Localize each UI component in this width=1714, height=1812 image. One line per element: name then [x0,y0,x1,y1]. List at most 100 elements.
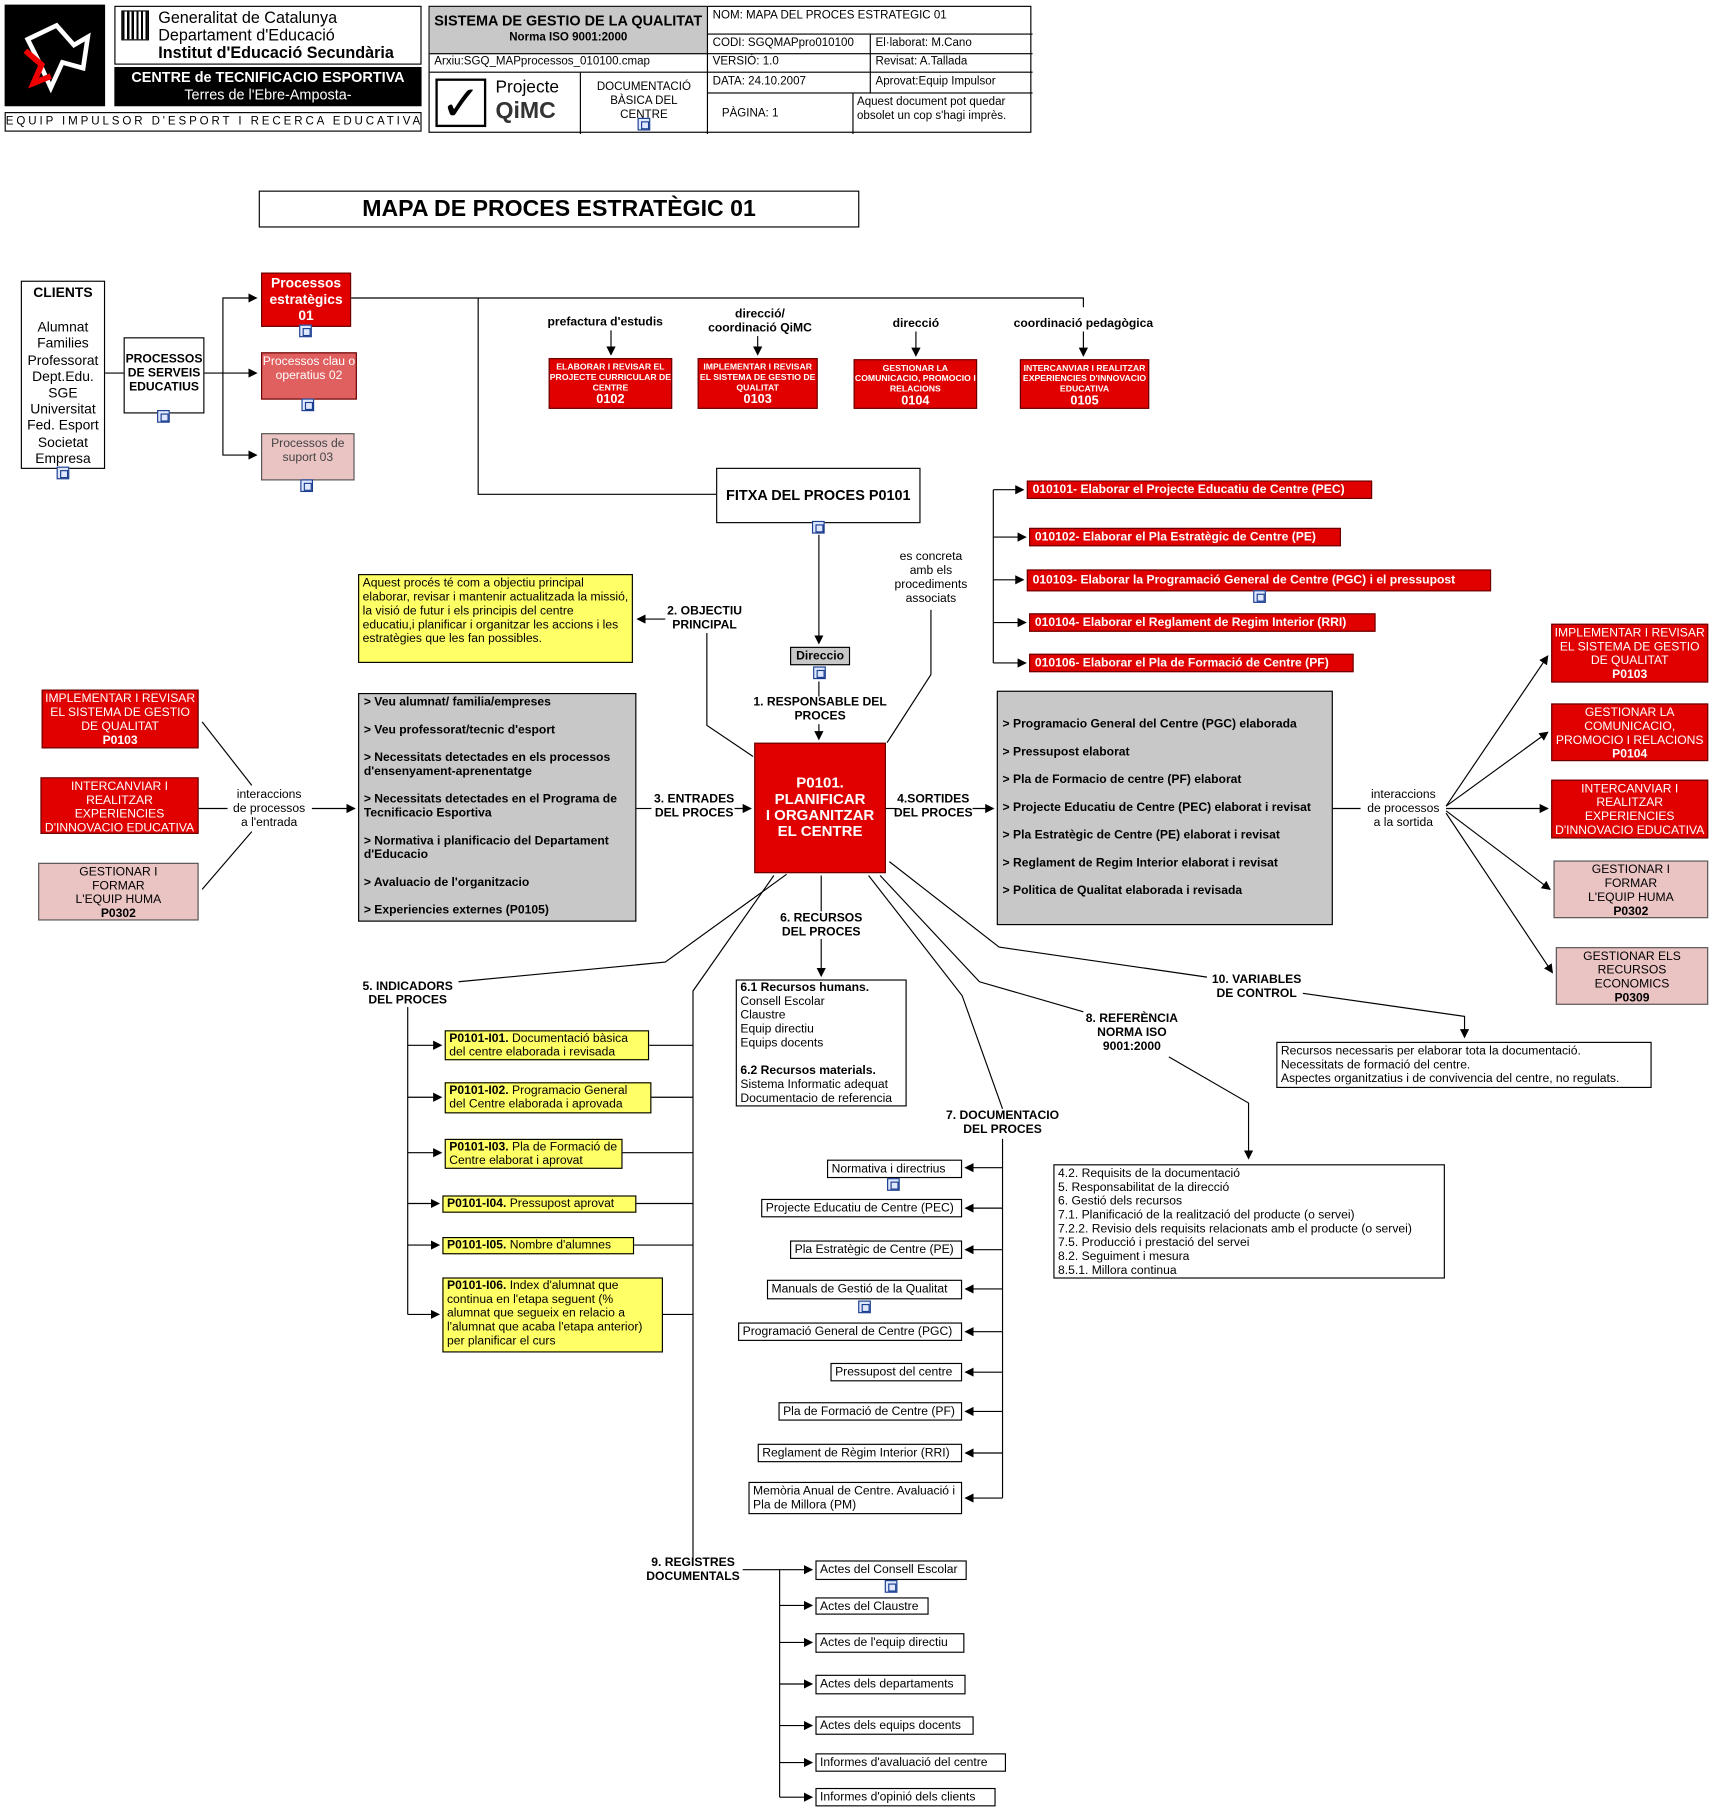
procediment-010103[interactable]: 010103- Elaborar la Programació General … [1026,569,1492,592]
doc-item[interactable]: Pressupost del centre [830,1362,963,1382]
doc-item[interactable]: Pla Estratègic de Centre (PE) [790,1240,963,1259]
client-item: Empresa [35,450,91,467]
input-process-p0103[interactable]: IMPLEMENTAR I REVISAR EL SISTEMA DE GEST… [41,689,199,749]
process-code: P0103 [102,733,138,748]
doc-item[interactable]: Normativa i directrius [826,1159,963,1179]
checkmark-icon: ✓ [435,78,487,128]
registre-item[interactable]: Actes del Claustre [815,1597,929,1615]
process-box-0105[interactable]: INTERCANVIAR I REALITZAR EXPERIENCIES D'… [1019,359,1150,409]
indicator-code: P0101-I05. [446,1238,507,1253]
indicator-i03: P0101-I03. Pla de Formació de Centre ela… [444,1138,623,1169]
document-icon[interactable] [811,520,825,534]
indicator-text: Documentació bàsica del centre elaborada… [449,1031,628,1060]
objective-text-box: Aquest procés té com a objectiu principa… [358,574,633,663]
client-item: Alumnat [37,319,89,336]
indicator-text: Nombre d'alumnes [506,1238,612,1253]
key-processes-box[interactable]: Processos clau o operatius 02 [261,352,357,400]
registre-item[interactable]: Actes del Consell Escolar [815,1560,967,1581]
fitxa-proces-box[interactable]: FITXA DEL PROCES P0101 [716,467,921,524]
concept-map-icon[interactable] [887,1178,900,1191]
output-process-p0105[interactable]: INTERCANVIAR I REALITZAR EXPERIENCIES D'… [1551,779,1709,851]
recurs-item: Claustre [740,1008,786,1023]
concept-map-icon[interactable] [299,324,312,338]
page-title: MAPA DE PROCES ESTRATÈGIC 01 [258,190,860,228]
doc-item[interactable]: Projecte Educatiu de Centre (PEC) [761,1198,963,1218]
iso-item: 4.2. Requisits de la documentació [1057,1166,1241,1181]
variable-item: Aspectes organitzatius i de convivencia … [1280,1071,1620,1086]
doc-item[interactable]: Memòria Anual de Centre. Avaluació i Pla… [748,1481,963,1515]
label-direccio-qimc: direcció/ coordinació QiMC [708,307,812,335]
iso-item: 7.2.2. Revisio dels requisits relacionat… [1057,1221,1412,1236]
registre-item[interactable]: Actes de l'equip directiu [815,1633,965,1653]
concept-map-icon[interactable] [300,479,314,493]
process-box-0102[interactable]: ELABORAR I REVISAR EL PROJECTE CURRICULA… [548,358,673,409]
generalitat-name: Generalitat de Catalunya [158,8,338,27]
iso-item: 8.2. Seguiment i mesura [1057,1249,1190,1264]
client-item: Dept.Edu. [32,368,94,385]
output-process-p0103[interactable]: IMPLEMENTAR I REVISAR EL SISTEMA DE GEST… [1551,623,1709,683]
support-processes-box[interactable]: Processos de suport 03 [261,433,355,481]
iso-item: 6. Gestió dels recursos [1057,1194,1183,1209]
indicator-code: P0101-I03. [449,1139,509,1154]
doc-basica-link[interactable]: DOCUMENTACIÓ BÀSICA DEL CENTRE [581,72,709,134]
doc-basica-label: DOCUMENTACIÓ BÀSICA DEL CENTRE [596,80,691,122]
concept-map-icon[interactable] [301,398,315,412]
process-name: GESTIONAR LA COMUNICACIO, PROMOCIO I REL… [854,362,976,394]
sortides-box: > Programacio General del Centre (PGC) e… [996,690,1333,926]
concept-map-icon[interactable] [884,1580,898,1593]
registre-item[interactable]: Informes d'avaluació del centre [815,1753,1007,1772]
registre-item[interactable]: Informes d'opinió dels clients [815,1787,996,1807]
label-prefactura: prefactura d'estudis [547,315,663,330]
concept-map-icon[interactable] [56,466,70,480]
generalitat-box: Generalitat de Catalunya Departament d'E… [114,5,422,65]
entrades-box: > Veu alumnat/ familia/empreses > Veu pr… [358,693,637,922]
process-box-0103[interactable]: IMPLEMENTAR I REVISAR EL SISTEMA DE GEST… [697,358,818,409]
input-process-p0105[interactable]: INTERCANVIAR I REALITZAR EXPERIENCIES D'… [40,777,199,849]
entrada-item: > Necessitats detectades en el Programa … [363,792,617,821]
process-name: ELABORAR I REVISAR EL PROJECTE CURRICULA… [549,361,672,393]
concept-map-icon[interactable] [858,1300,871,1314]
registre-item[interactable]: Actes dels equips docents [815,1716,974,1735]
concept-map-icon[interactable] [813,666,826,680]
doc-item[interactable]: Manuals de Gestió de la Qualitat [766,1279,963,1300]
client-item: SGE [48,384,78,401]
registre-item[interactable]: Actes dels departaments [815,1674,966,1695]
procediment-010104[interactable]: 010104- Elaborar el Reglament de Regim I… [1029,613,1376,632]
centre-name: CENTRE de TECNIFICACIO ESPORTIVA [131,69,405,86]
doc-item[interactable]: Programació General de Centre (PGC) [738,1322,963,1341]
process-code: 0105 [1070,393,1099,408]
concept-map-icon[interactable] [637,117,651,131]
department-name: Departament d'Educació [158,25,335,44]
system-title: SISTEMA DE GESTIO DE LA QUALITAT [434,12,703,29]
doc-item[interactable]: Reglament de Règim Interior (RRI) [757,1443,963,1463]
process-name: IMPLEMENTAR I REVISAR EL SISTEMA DE GEST… [45,691,196,734]
projecte-qimc-logo: ✓ Projecte QiMC [430,72,581,134]
procediment-010102[interactable]: 010102- Elaborar el Pla Estratègic de Ce… [1029,527,1341,547]
doc-item[interactable]: Pla de Formació de Centre (PF) [778,1402,963,1421]
output-process-p0104[interactable]: GESTIONAR LA COMUNICACIO, PROMOCIO I REL… [1551,703,1709,762]
iso-item: 7.5. Producció i prestació del servei [1057,1235,1250,1250]
sortida-item: > Pressupost elaborat [1002,744,1130,759]
sortida-item: > Programacio General del Centre (PGC) e… [1002,717,1297,732]
recurs-item: Documentacio de referencia [740,1091,893,1106]
strategic-processes-box[interactable]: Processos estratègics 01 [261,272,352,327]
concept-map-icon[interactable] [1253,590,1266,603]
documentacio-label: 7. DOCUMENTACIO DEL PROCES [946,1108,1060,1137]
centre-banner: CENTRE de TECNIFICACIO ESPORTIVA Terres … [114,66,422,107]
concept-map-icon[interactable] [157,410,170,423]
procediment-010101[interactable]: 010101- Elaborar el Projecte Educatiu de… [1026,480,1373,499]
process-name: INTERCANVIAR I REALITZAR EXPERIENCIES D'… [1022,362,1147,394]
label-coordinacio: coordinació pedagògica [1013,316,1154,331]
client-item: Families [37,335,89,352]
entrada-item: > Necessitats detectades en els processo… [363,750,611,779]
arxiu-cell: Arxiu:SGQ_MAPprocessos_010100.cmap [429,54,709,73]
indicator-text: Index d'alumnat que continua en l'etapa … [446,1278,643,1348]
procediment-010106[interactable]: 010106- Elaborar el Pla de Formació de C… [1029,653,1354,673]
central-process-box[interactable]: P0101. PLANIFICAR I ORGANITZAR EL CENTRE [754,742,886,874]
indicator-text: Programacio General del Centre elaborada… [449,1083,628,1112]
process-box-0104[interactable]: GESTIONAR LA COMUNICACIO, PROMOCIO I REL… [853,359,978,409]
client-item: Universitat [30,401,96,418]
